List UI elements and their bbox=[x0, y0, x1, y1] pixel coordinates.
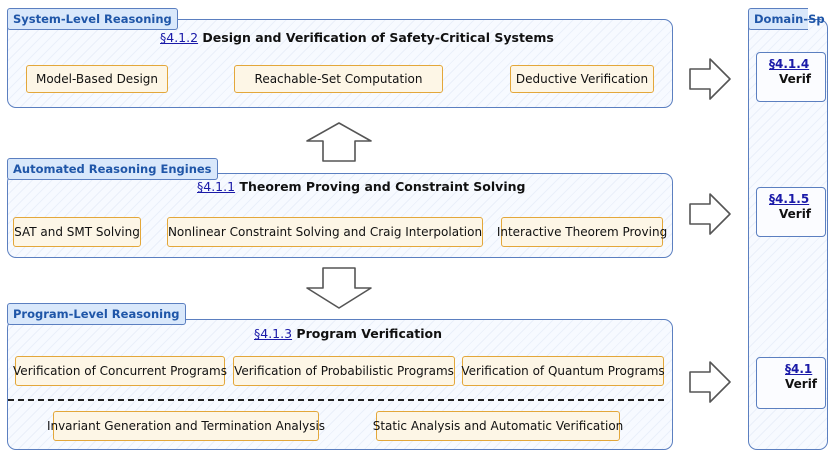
right-arrow-icon-top bbox=[689, 58, 731, 100]
down-arrow-icon bbox=[306, 267, 372, 309]
nonlinear-constraint-box: Nonlinear Constraint Solving and Craig I… bbox=[167, 217, 483, 247]
domain-box-4-1-x-title: Verif bbox=[785, 377, 818, 391]
domain-box-4-1-5: §4.1.5 Verif bbox=[756, 187, 826, 237]
up-arrow-icon bbox=[306, 122, 372, 162]
reasoning-engines-title-text: Theorem Proving and Constraint Solving bbox=[239, 179, 526, 194]
domain-box-4-1-4: §4.1.4 Verif bbox=[756, 52, 826, 102]
system-level-title-text: Design and Verification of Safety-Critic… bbox=[202, 30, 554, 45]
section-link-4-1-5[interactable]: §4.1.5 bbox=[769, 192, 810, 206]
sat-smt-solving-box: SAT and SMT Solving bbox=[13, 217, 141, 247]
section-link-4-1-3[interactable]: §4.1.3 bbox=[254, 326, 293, 341]
domain-box-4-1-x: §4.1 Verif bbox=[756, 357, 826, 409]
interactive-theorem-proving-box: Interactive Theorem Proving bbox=[497, 217, 667, 247]
concurrent-programs-box: Verification of Concurrent Programs bbox=[13, 356, 227, 386]
probabilistic-programs-box: Verification of Probabilistic Programs bbox=[233, 356, 455, 386]
program-level-tag: Program-Level Reasoning bbox=[7, 303, 186, 325]
static-analysis-box: Static Analysis and Automatic Verificati… bbox=[373, 411, 623, 441]
invariant-generation-box: Invariant Generation and Termination Ana… bbox=[47, 411, 325, 441]
domain-box-4-1-5-title: Verif bbox=[779, 207, 812, 221]
program-level-title-text: Program Verification bbox=[296, 326, 443, 341]
domain-box-4-1-4-title: Verif bbox=[779, 72, 812, 86]
system-level-panel bbox=[7, 19, 673, 108]
section-link-4-1-1[interactable]: §4.1.1 bbox=[197, 179, 236, 194]
section-link-4-1-x[interactable]: §4.1 bbox=[785, 362, 813, 376]
right-arrow-icon-bottom bbox=[689, 361, 731, 403]
right-arrow-icon-middle bbox=[689, 193, 731, 235]
reachable-set-computation-box: Reachable-Set Computation bbox=[234, 65, 443, 93]
domain-specific-tag: Domain-Sp bbox=[748, 8, 825, 30]
quantum-programs-box: Verification of Quantum Programs bbox=[461, 356, 665, 386]
model-based-design-box: Model-Based Design bbox=[26, 65, 168, 93]
system-level-title: §4.1.2 Design and Verification of Safety… bbox=[160, 30, 554, 45]
dashed-divider bbox=[8, 399, 664, 401]
reasoning-engines-title: §4.1.1 Theorem Proving and Constraint So… bbox=[197, 179, 525, 194]
system-level-tag: System-Level Reasoning bbox=[7, 8, 178, 30]
deductive-verification-box: Deductive Verification bbox=[510, 65, 654, 93]
section-link-4-1-2[interactable]: §4.1.2 bbox=[160, 30, 199, 45]
reasoning-engines-tag: Automated Reasoning Engines bbox=[7, 158, 218, 180]
program-level-title: §4.1.3 Program Verification bbox=[254, 326, 442, 341]
section-link-4-1-4[interactable]: §4.1.4 bbox=[769, 57, 810, 71]
